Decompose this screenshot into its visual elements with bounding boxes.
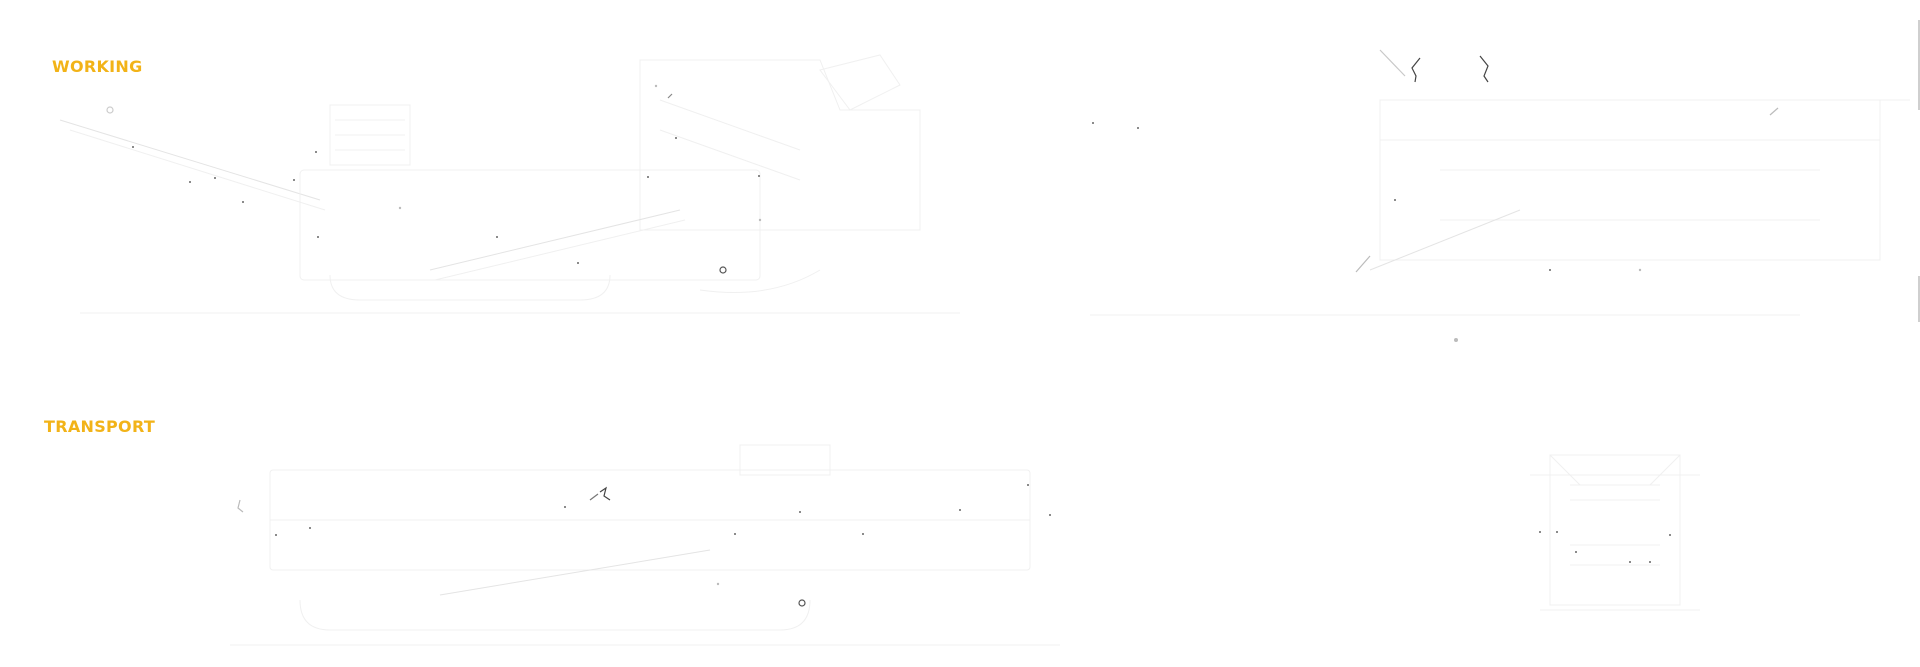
transport-end-view-drawing	[1530, 454, 1700, 611]
working-end-view-drawing	[1090, 49, 1910, 342]
transport-side-view-drawing	[230, 444, 1060, 646]
page-edge-mark	[1918, 276, 1920, 322]
transport-section-label: TRANSPORT	[44, 417, 156, 436]
working-section-label: WORKING	[52, 57, 143, 76]
working-side-view-drawing	[59, 54, 960, 314]
page-edge-mark	[1918, 20, 1920, 110]
